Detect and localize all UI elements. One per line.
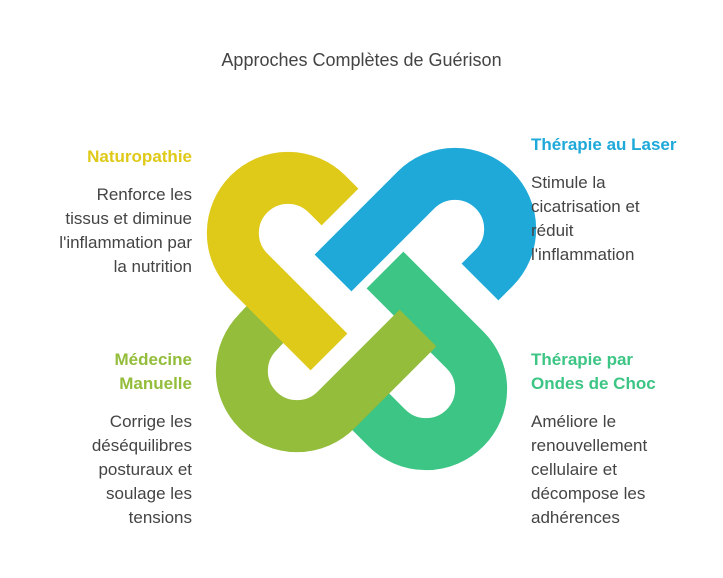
heading-line: Naturopathie [87, 147, 192, 166]
description-line: Améliore le [531, 412, 617, 431]
knot-green-loop [351, 251, 508, 471]
heading-line: Thérapie au Laser [531, 135, 677, 154]
description-line: déséquilibres [91, 436, 192, 455]
description-line: adhérences [531, 508, 620, 527]
naturopathie-heading: Naturopathie [22, 145, 192, 169]
therapie-laser-description: Stimule la cicatrisation et réduit l'inf… [531, 171, 711, 267]
description-line: cicatrisation et [531, 197, 640, 216]
description-line: l'inflammation par [59, 233, 192, 252]
description-line: réduit [531, 221, 574, 240]
therapie-laser-block: Thérapie au Laser Stimule la cicatrisati… [531, 133, 711, 267]
description-line: tensions [128, 508, 192, 527]
description-line: la nutrition [113, 257, 192, 276]
medecine-manuelle-block: Médecine Manuelle Corrige les déséquilib… [22, 348, 192, 530]
description-line: tissus et diminue [65, 209, 192, 228]
ondes-de-choc-heading: Thérapie par Ondes de Choc [531, 348, 701, 396]
therapie-laser-heading: Thérapie au Laser [531, 133, 711, 157]
description-line: Renforce les [96, 185, 192, 204]
description-line: soulage les [105, 484, 192, 503]
description-line: renouvellement [531, 436, 648, 455]
knot-yellow-loop [206, 151, 359, 371]
knot-lime-loop [215, 300, 437, 453]
ondes-de-choc-description: Améliore le renouvellement cellulaire et… [531, 410, 701, 530]
description-line: l'inflammation [531, 245, 635, 264]
ondes-de-choc-block: Thérapie par Ondes de Choc Améliore le r… [531, 348, 701, 530]
description-line: cellulaire et [531, 460, 617, 479]
heading-line: Manuelle [119, 374, 192, 393]
description-line: décompose les [531, 484, 646, 503]
medecine-manuelle-heading: Médecine Manuelle [22, 348, 192, 396]
heading-line: Médecine [114, 350, 192, 369]
description-line: Stimule la [531, 173, 606, 192]
description-line: posturaux et [98, 460, 192, 479]
knot-blue-loop [314, 147, 537, 301]
naturopathie-block: Naturopathie Renforce les tissus et dimi… [22, 145, 192, 279]
diagram-title: Approches Complètes de Guérison [221, 50, 502, 70]
heading-line: Thérapie par [531, 350, 634, 369]
heading-line: Ondes de Choc [531, 374, 656, 393]
description-line: Corrige les [109, 412, 192, 431]
medecine-manuelle-description: Corrige les déséquilibres posturaux et s… [22, 410, 192, 530]
naturopathie-description: Renforce les tissus et diminue l'inflamm… [22, 183, 192, 279]
